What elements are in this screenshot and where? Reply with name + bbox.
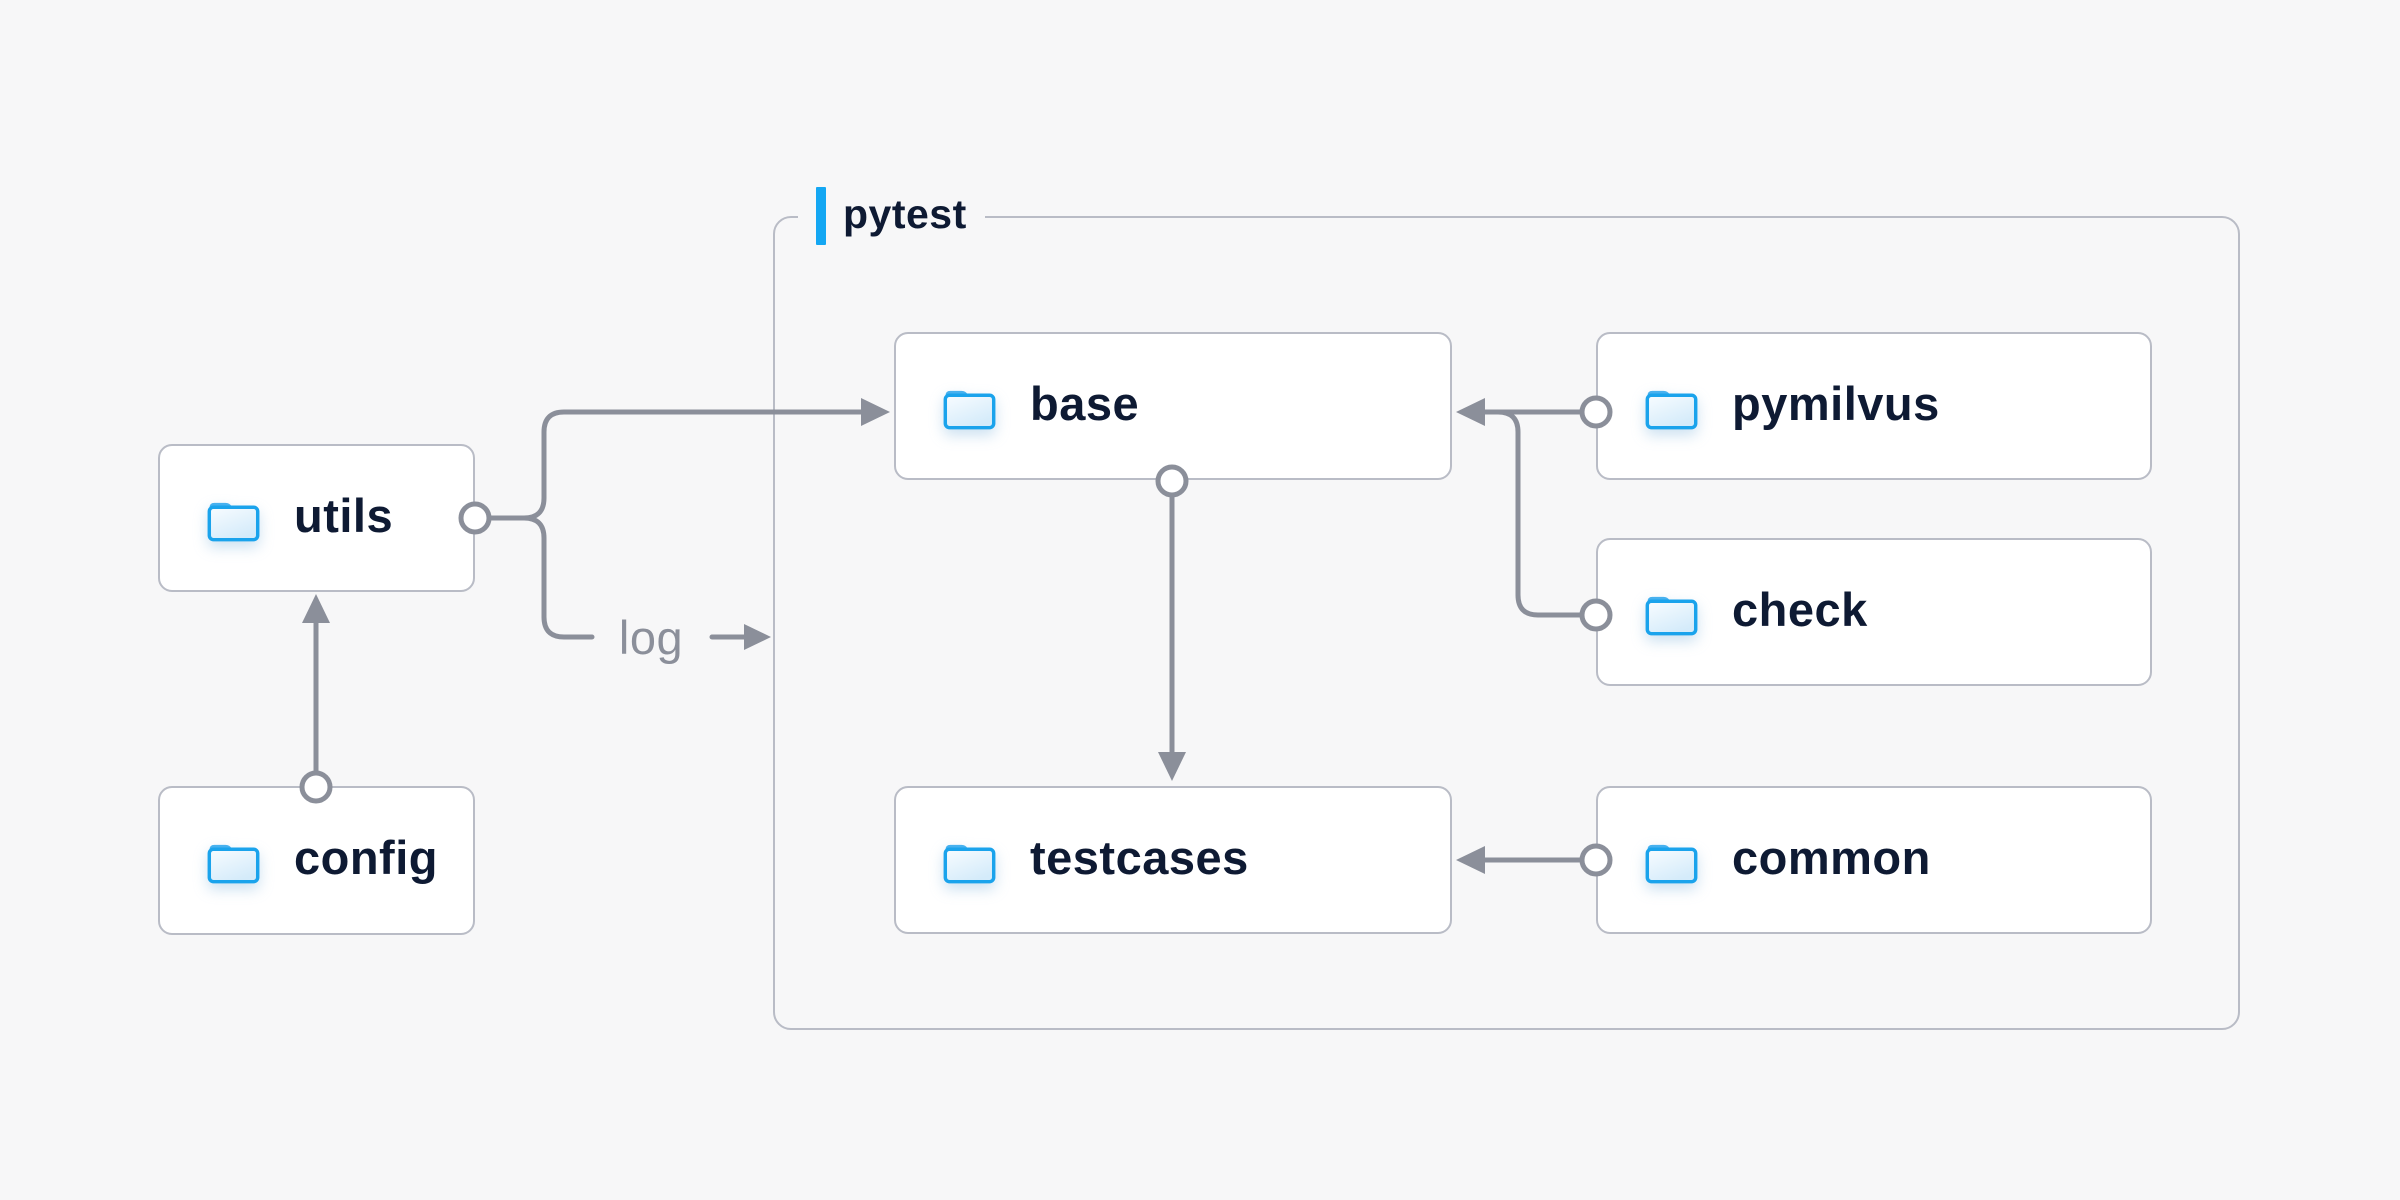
node-utils: utils bbox=[158, 444, 475, 592]
arrowhead-up-icon bbox=[302, 594, 330, 623]
node-pymilvus: pymilvus bbox=[1596, 332, 2152, 480]
node-label: pymilvus bbox=[1732, 376, 1940, 430]
node-label: base bbox=[1030, 376, 1140, 430]
folder-icon bbox=[943, 842, 996, 883]
node-common: common bbox=[1596, 786, 2152, 934]
folder-icon bbox=[207, 500, 260, 541]
folder-icon bbox=[1645, 388, 1698, 429]
folder-icon bbox=[1645, 842, 1698, 883]
node-label: config bbox=[294, 831, 438, 884]
pytest-group-label: pytest bbox=[798, 186, 985, 246]
node-testcases: testcases bbox=[894, 786, 1452, 934]
node-label: check bbox=[1732, 582, 1868, 636]
folder-icon bbox=[943, 388, 996, 429]
node-label: testcases bbox=[1030, 830, 1249, 884]
arrowhead-right-icon bbox=[744, 624, 771, 650]
node-label: common bbox=[1732, 830, 1931, 884]
edge-label-log: log bbox=[618, 610, 684, 664]
edge-config-utils bbox=[299, 594, 333, 804]
folder-icon bbox=[207, 843, 260, 884]
pytest-group-box bbox=[773, 216, 2240, 1030]
node-label: utils bbox=[294, 488, 394, 542]
folder-icon bbox=[1645, 594, 1698, 635]
pytest-group-title: pytest bbox=[843, 190, 967, 237]
node-base: base bbox=[894, 332, 1452, 480]
accent-bar bbox=[816, 187, 826, 245]
node-config: config bbox=[158, 786, 475, 935]
node-check: check bbox=[1596, 538, 2152, 686]
